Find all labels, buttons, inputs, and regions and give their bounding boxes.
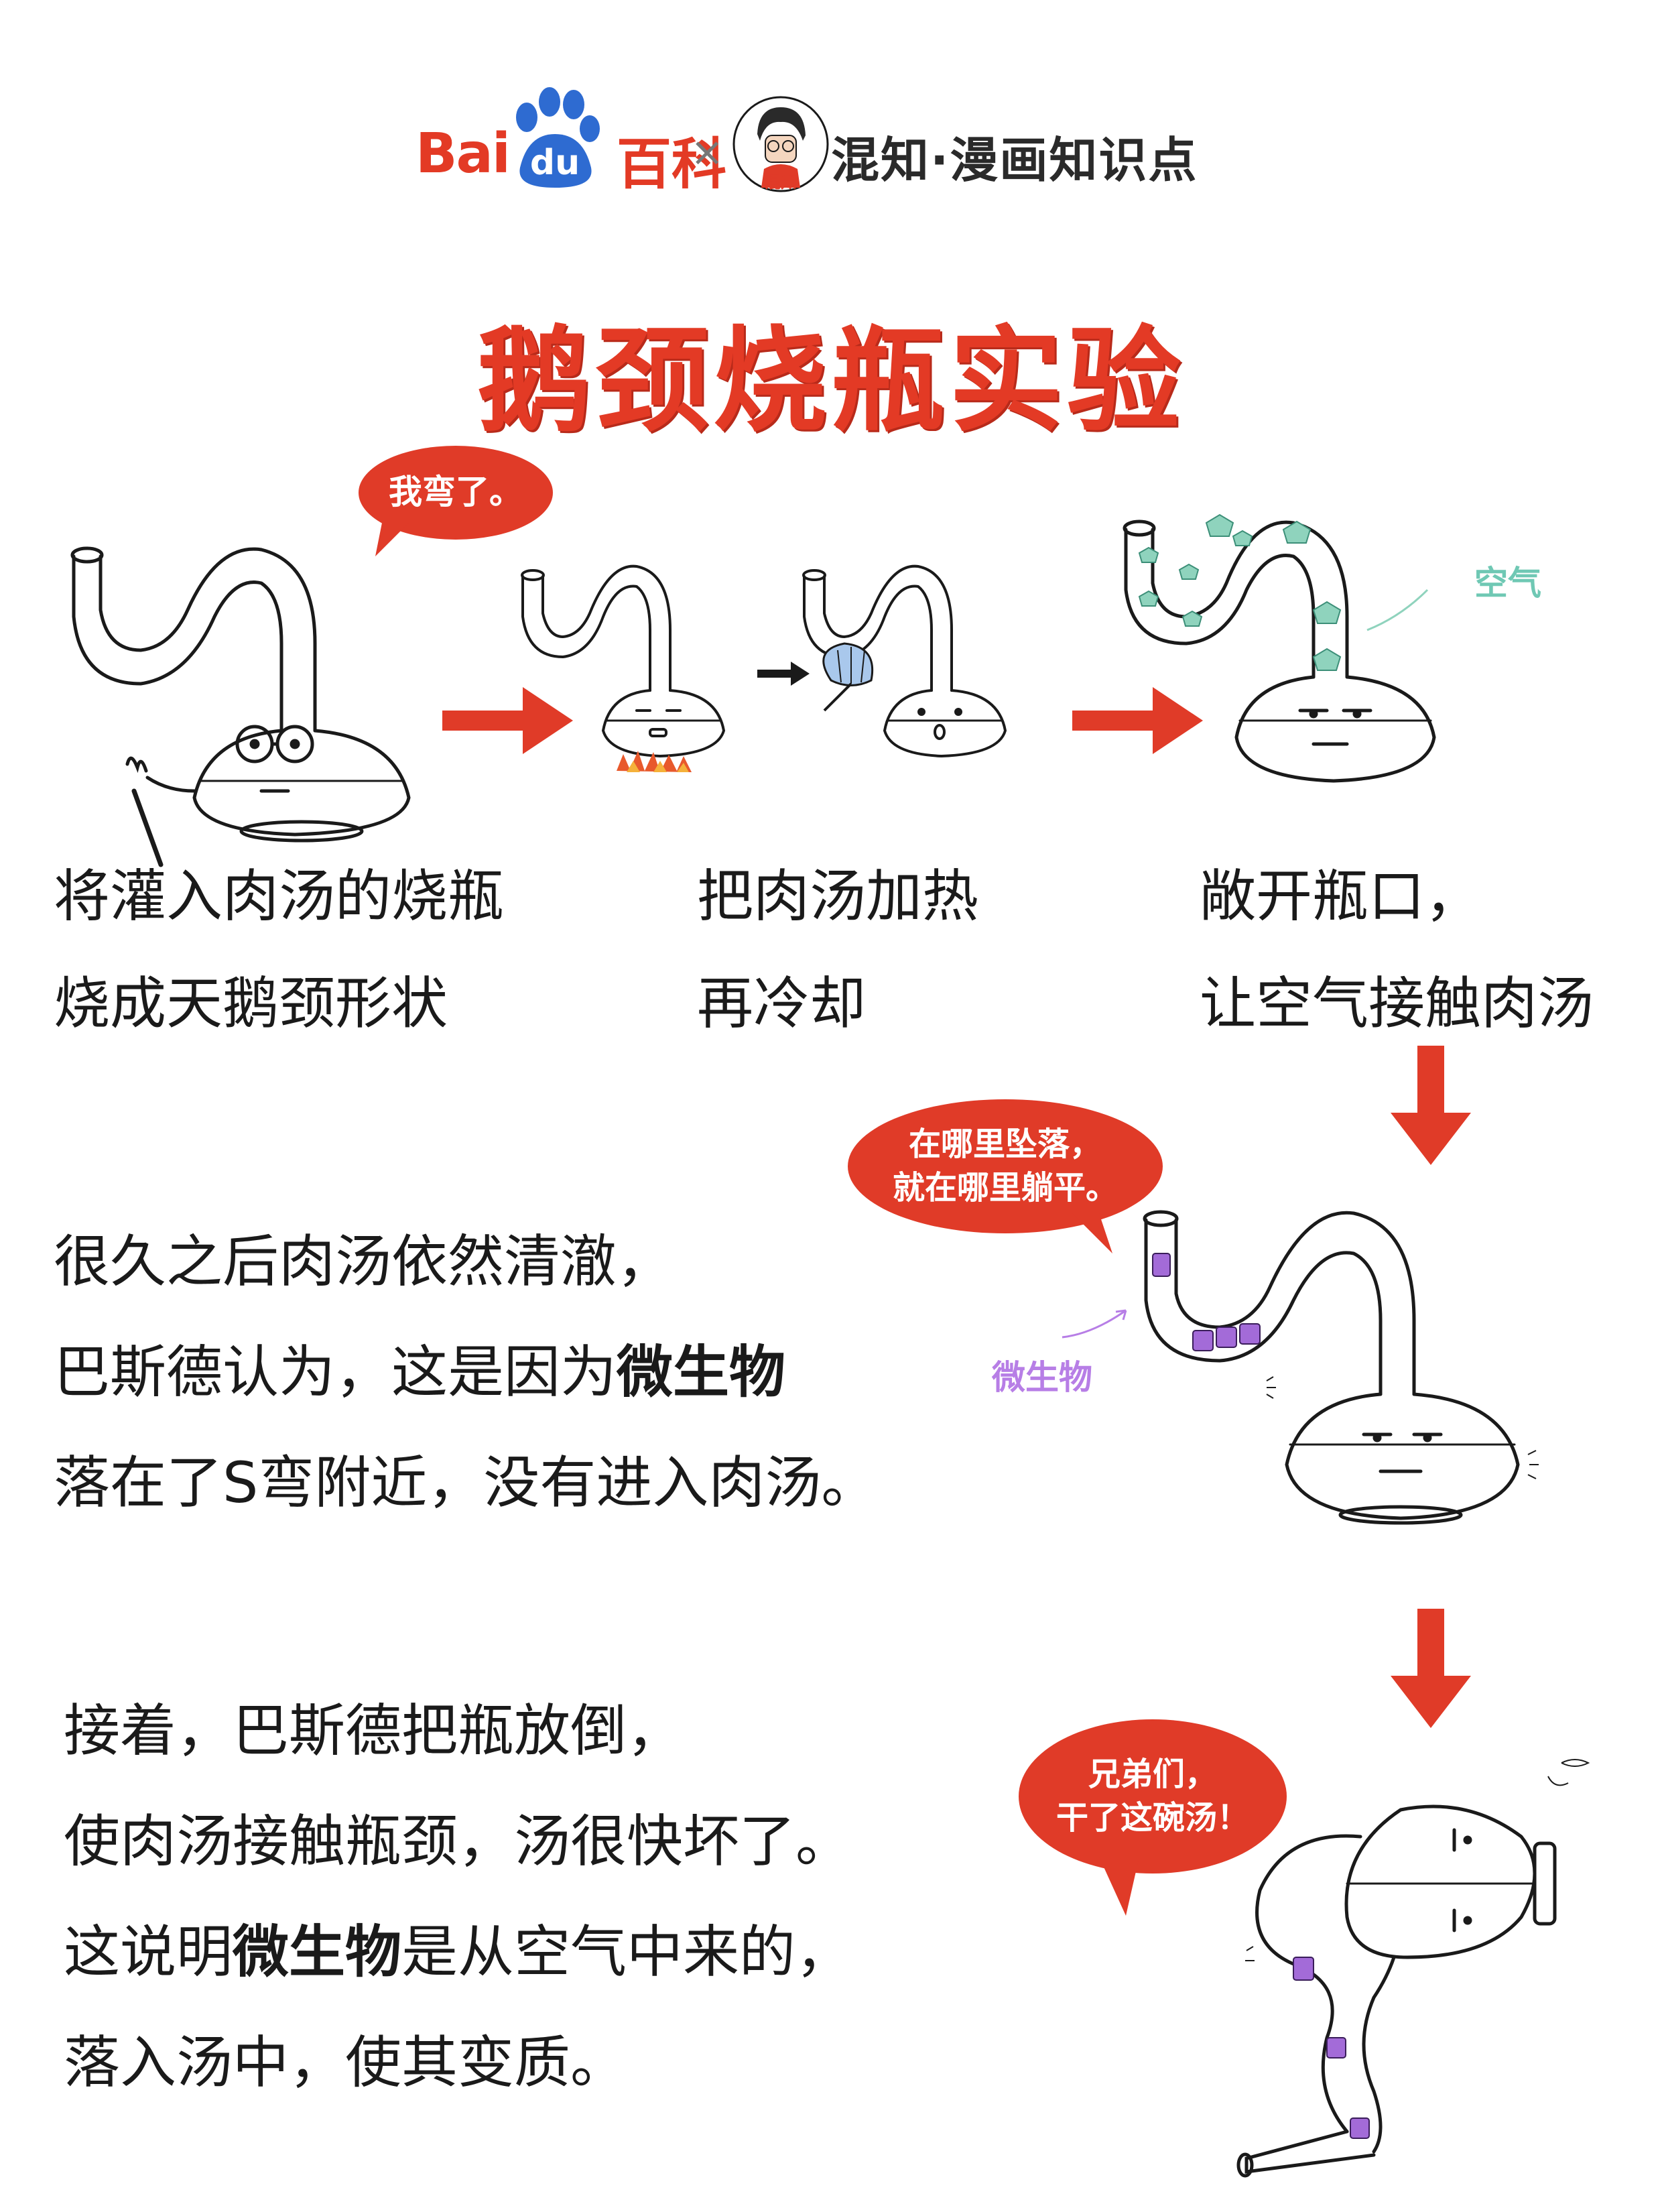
paragraph-1-line2: 巴斯德认为，这是因为微生物: [54, 1317, 877, 1428]
header-brand: Bai du 百科 × 混知 混知·漫画知识点: [416, 80, 1260, 214]
swan-neck-flask-illustration-2: [521, 564, 726, 772]
partner-name: 混知·漫画知识点: [831, 132, 1198, 188]
paragraph-2-bold-microbes: 微生物: [233, 1919, 402, 1985]
speech-bubble-tail-icon: [1072, 1213, 1112, 1253]
step1-caption-line1: 将灌入肉汤的烧瓶: [54, 863, 505, 929]
paragraph-2-line3: 这说明微生物是从空气中来的，: [64, 1897, 852, 2008]
swan-neck-flask-illustration-3: [802, 564, 1007, 758]
page-title: 鹅颈烧瓶实验: [476, 315, 1185, 448]
speech-bubble-brothers: 兄弟们， 干了这碗汤！: [1019, 1719, 1287, 1873]
paragraph-2-line3-pre: 这说明: [64, 1919, 233, 1985]
speech-bubble-brothers-line1: 兄弟们，: [1088, 1756, 1217, 1794]
step3-caption-line1: 敞开瓶口，: [1200, 863, 1482, 929]
baidu-logo-text: Bai: [416, 122, 511, 186]
speech-bubble-fall: 在哪里坠落， 就在哪里躺平。: [848, 1099, 1163, 1233]
step2-caption-line2: 再冷却: [697, 971, 867, 1036]
paragraph-1-bold-microbes: 微生物: [617, 1339, 786, 1405]
paragraph-2-line1: 接着，巴斯德把瓶放倒，: [64, 1698, 684, 1764]
red-arrow-right-icon: [1072, 687, 1203, 754]
red-arrow-down-icon: [1391, 1046, 1471, 1165]
swan-neck-flask-illustration-1: [70, 546, 411, 867]
step2-caption-line1: 把肉汤加热: [697, 863, 979, 929]
paragraph-1-line1: 很久之后肉汤依然清澈，: [54, 1229, 674, 1294]
baidu-paw-logo-icon: du: [516, 87, 600, 188]
step3-caption-line2: 让空气接触肉汤: [1200, 971, 1594, 1036]
microbes-label: 微生物: [992, 1358, 1092, 1397]
air-label: 空气: [1474, 564, 1541, 603]
black-arrow-right-icon: [757, 662, 810, 686]
paragraph-1-line2-text: 巴斯德认为，这是因为: [54, 1339, 617, 1405]
speech-bubble-tail-icon: [1099, 1857, 1139, 1916]
brand-separator: ×: [690, 129, 724, 176]
baidu-du-text: du: [530, 143, 580, 183]
speech-bubble-brothers-line2: 干了这碗汤！: [1056, 1799, 1249, 1837]
swan-neck-flask-microbes-illustration: [1143, 1210, 1539, 1525]
speech-bubble-bent-text: 我弯了。: [389, 473, 523, 512]
paragraph-2-line4: 落入汤中，使其变质。: [64, 2030, 627, 2095]
tipped-flask-illustration: [1236, 1759, 1590, 2178]
speech-bubble-fall-line1: 在哪里坠落，: [908, 1125, 1102, 1164]
avatar-label: 混知: [765, 173, 797, 192]
paragraph-2-line3-post: 是从空气中来的，: [401, 1919, 852, 1985]
paragraph-2: 接着，巴斯德把瓶放倒， 使肉汤接触瓶颈，汤很快坏了。 这说明微生物是从空气中来的…: [64, 1676, 852, 2118]
red-arrow-down-icon: [1391, 1609, 1471, 1728]
step1-caption-line2: 烧成天鹅颈形状: [54, 971, 448, 1036]
microbe-pointer-icon: [1062, 1309, 1127, 1339]
partner-avatar-icon: 混知: [732, 96, 829, 192]
paragraph-2-line2: 使肉汤接触瓶颈，汤很快坏了。: [64, 1808, 852, 1874]
swan-neck-flask-illustration-4: [1123, 513, 1436, 783]
paragraph-1-line3: 落在了S弯附近，没有进入肉汤。: [54, 1450, 878, 1516]
red-arrow-right-icon: [442, 687, 573, 754]
speech-bubble-tail-icon: [375, 523, 409, 556]
speech-bubble-fall-line2: 就在哪里躺平。: [892, 1169, 1118, 1207]
baike-text: 百科: [617, 133, 727, 196]
paragraph-1: 很久之后肉汤依然清澈， 巴斯德认为，这是因为微生物 落在了S弯附近，没有进入肉汤…: [54, 1207, 877, 1538]
